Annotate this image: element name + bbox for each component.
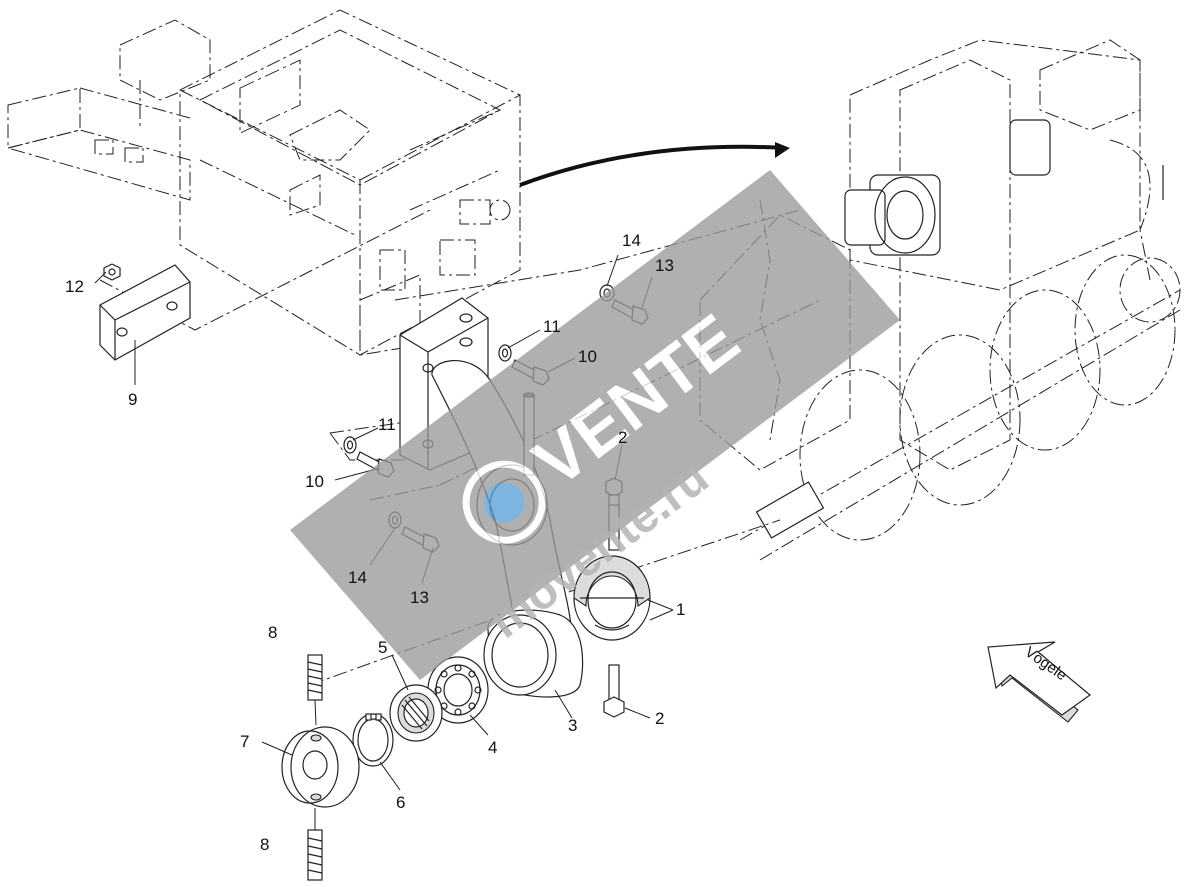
washer-11-bottom <box>343 436 357 454</box>
vogele-brand-arrow: Vögele <box>987 641 1091 723</box>
callout-10: 10 <box>305 472 324 491</box>
callout-14: 14 <box>348 568 367 587</box>
callout-11: 11 <box>378 415 396 434</box>
machine-frame <box>6 9 521 356</box>
callout-1: 1 <box>676 600 685 619</box>
callout-8: 8 <box>260 835 269 854</box>
clamp-ring-1 <box>573 555 651 641</box>
hydraulic-motor <box>844 119 1051 256</box>
watermark-logo-icon <box>462 460 546 544</box>
callout-12: 12 <box>65 277 84 296</box>
callout-5: 5 <box>378 638 387 657</box>
callout-8: 8 <box>268 623 277 642</box>
callout-labels: 12 9 14 13 11 10 11 10 2 14 13 1 2 8 5 7… <box>65 231 685 854</box>
callout-6: 6 <box>396 793 405 812</box>
end-cap-7 <box>281 726 360 808</box>
callout-9: 9 <box>128 390 137 409</box>
watermark: VENTE <box>290 170 900 680</box>
callout-11: 11 <box>543 317 561 336</box>
auger-flights <box>739 254 1181 561</box>
callout-2: 2 <box>655 709 664 728</box>
washer-11-top <box>498 344 512 362</box>
threaded-stud-8-bottom <box>307 808 323 881</box>
callout-4: 4 <box>488 738 497 757</box>
bolt-2-bottom <box>603 664 625 718</box>
callout-13: 13 <box>655 256 674 275</box>
callout-10: 10 <box>578 347 597 366</box>
seal-5 <box>389 684 443 742</box>
callout-13: 13 <box>410 588 429 607</box>
callout-2: 2 <box>618 428 627 447</box>
plate-9 <box>99 264 191 361</box>
callout-7: 7 <box>240 732 249 751</box>
housing-ring-3 <box>483 609 584 698</box>
nut-12 <box>103 263 121 281</box>
assembly-arrow-line <box>519 144 786 187</box>
callout-14: 14 <box>622 231 641 250</box>
callout-3: 3 <box>568 716 577 735</box>
circlip-6 <box>352 713 394 767</box>
threaded-stud-8-top <box>307 654 323 726</box>
paver-machine-assembly <box>699 39 1181 561</box>
ball-bearing-4 <box>427 656 489 724</box>
